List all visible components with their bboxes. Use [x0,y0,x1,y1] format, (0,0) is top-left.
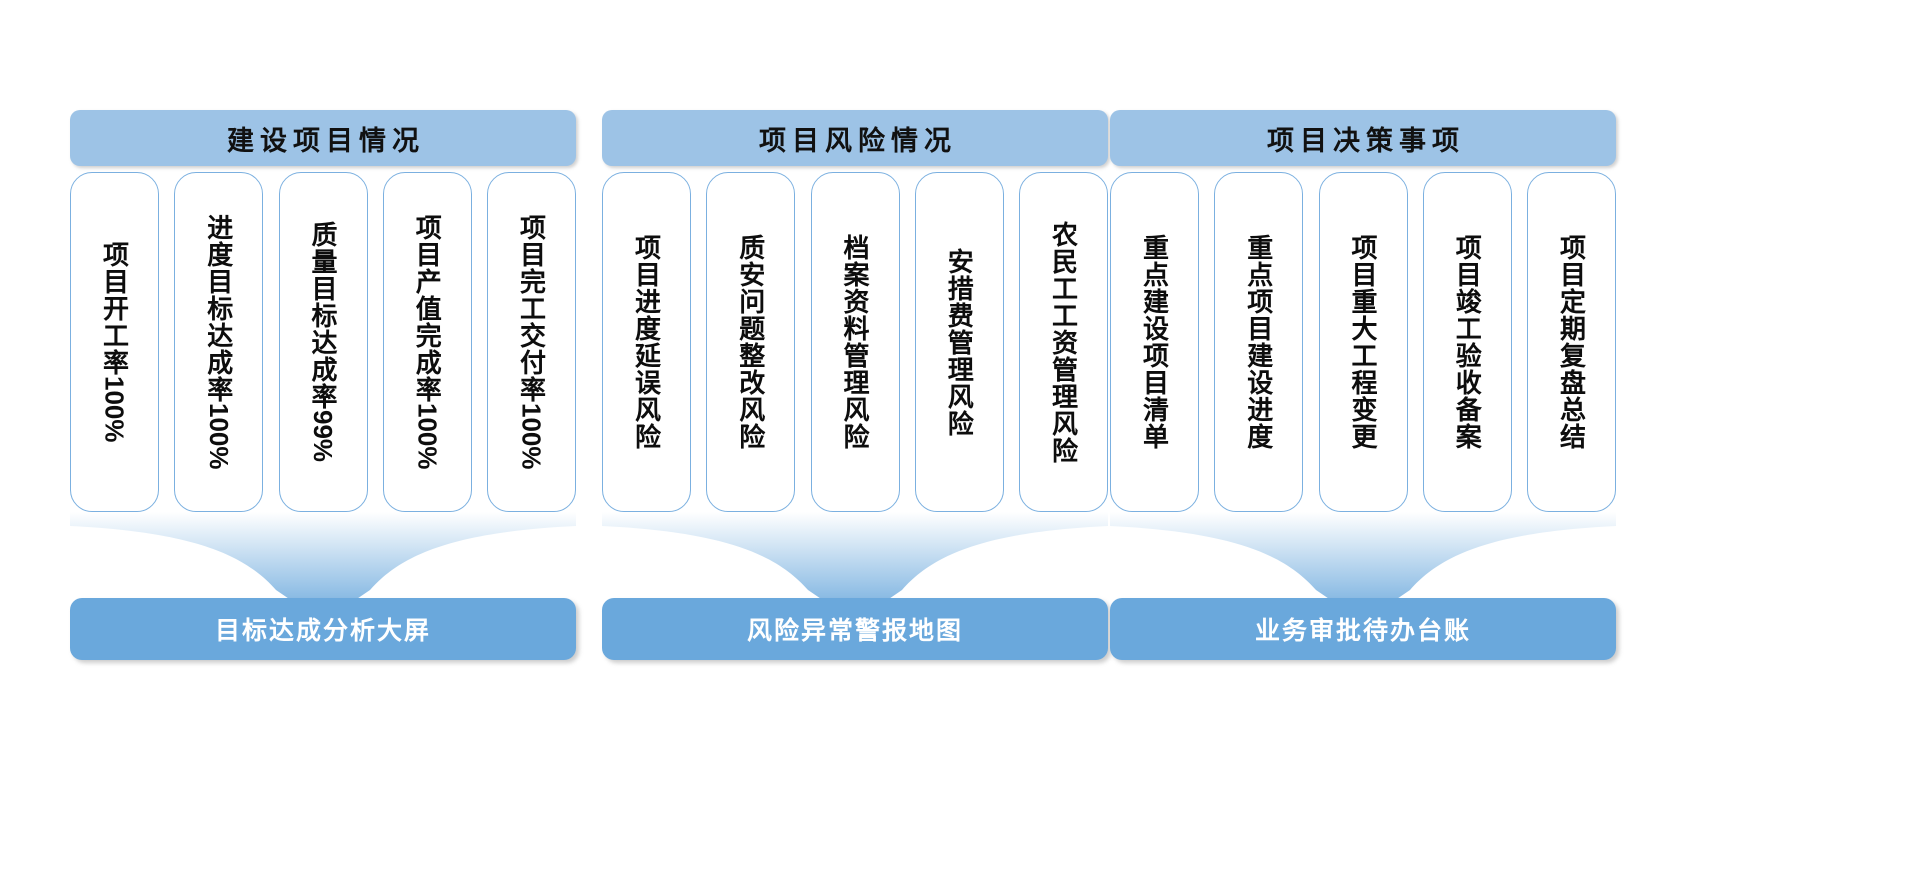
result-bar[interactable]: 业务审批待办台账 [1110,598,1616,660]
funnel-arrow [1110,512,1616,622]
result-bar[interactable]: 风险异常警报地图 [602,598,1108,660]
group-header-bar: 项目风险情况 [602,110,1108,166]
result-label: 风险异常警报地图 [746,617,963,645]
pill-label: 项目定期复盘总结 [1556,234,1587,450]
pill-label: 项目完工交付率100% [516,214,547,470]
group-header-title: 项目风险情况 [759,125,957,156]
pill-card[interactable]: 质安问题整改风险 [706,172,796,512]
pill-card[interactable]: 项目完工交付率100% [487,172,576,512]
pill-label: 重点建设项目清单 [1139,234,1170,450]
pill-card[interactable]: 安措费管理风险 [914,172,1004,512]
funnel-group-2: 项目风险情况 项目进度延误风险 质安问题整改风险 档案资料管理风险 安措费管理风… [602,110,1108,670]
pill-label: 质安问题整改风险 [735,234,766,450]
pill-row: 项目进度延误风险 质安问题整改风险 档案资料管理风险 安措费管理风险 农民工工资… [602,172,1108,512]
pill-card[interactable]: 重点建设项目清单 [1110,172,1199,512]
pill-card[interactable]: 项目竣工验收备案 [1422,172,1512,512]
pill-label: 项目竣工验收备案 [1452,234,1483,450]
pill-label: 项目重大工程变更 [1348,234,1379,450]
funnel-arrow [602,512,1108,622]
pill-card[interactable]: 质量目标达成率99% [278,172,368,512]
pill-label: 重点项目建设进度 [1243,234,1274,450]
pill-card[interactable]: 项目开工率100% [70,172,159,512]
pill-label: 项目进度延误风险 [631,234,662,450]
pill-card[interactable]: 农民工工资管理风险 [1019,172,1108,512]
result-label: 业务审批待办台账 [1254,617,1471,645]
group-header-title: 建设项目情况 [227,125,425,156]
funnel-arrow [70,512,576,622]
result-bar[interactable]: 目标达成分析大屏 [70,598,576,660]
pill-card[interactable]: 档案资料管理风险 [810,172,900,512]
pill-label: 农民工工资管理风险 [1048,220,1079,464]
pill-card[interactable]: 项目定期复盘总结 [1527,172,1616,512]
pill-label: 安措费管理风险 [944,247,975,437]
result-label: 目标达成分析大屏 [214,617,431,645]
group-header-title: 项目决策事项 [1267,125,1465,156]
pill-label: 进度目标达成率100% [203,214,234,470]
pill-label: 项目开工率100% [99,241,130,443]
pill-row: 重点建设项目清单 重点项目建设进度 项目重大工程变更 项目竣工验收备案 项目定期… [1110,172,1616,512]
pill-row: 项目开工率100% 进度目标达成率100% 质量目标达成率99% 项目产值完成率… [70,172,576,512]
pill-label: 质量目标达成率99% [308,221,339,463]
funnel-group-1: 建设项目情况 项目开工率100% 进度目标达成率100% 质量目标达成率99% … [70,110,576,670]
pill-card[interactable]: 项目进度延误风险 [602,172,691,512]
group-header-bar: 建设项目情况 [70,110,576,166]
pill-card[interactable]: 进度目标达成率100% [174,172,264,512]
pill-label: 项目产值完成率100% [412,214,443,470]
pill-card[interactable]: 项目产值完成率100% [382,172,472,512]
group-header-bar: 项目决策事项 [1110,110,1616,166]
funnel-group-3: 项目决策事项 重点建设项目清单 重点项目建设进度 项目重大工程变更 项目竣工验收… [1110,110,1616,670]
pill-card[interactable]: 项目重大工程变更 [1318,172,1408,512]
pill-card[interactable]: 重点项目建设进度 [1214,172,1304,512]
pill-label: 档案资料管理风险 [840,234,871,450]
